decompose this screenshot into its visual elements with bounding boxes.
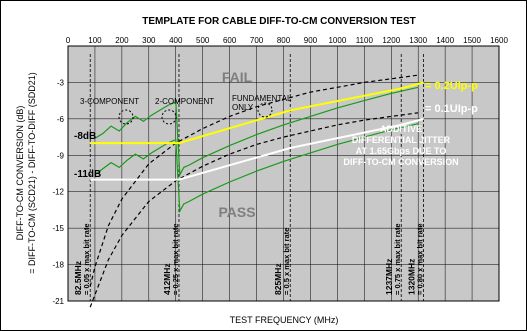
y-tick-label: -3 — [57, 78, 65, 87]
y-tick-label: -15 — [52, 224, 64, 233]
grid-lines — [67, 46, 500, 302]
series-line-2 — [94, 86, 419, 177]
x-tick-label: 0 — [66, 36, 71, 45]
x-tick-label: 1400 — [436, 36, 454, 45]
x-tick-label: 1300 — [409, 36, 427, 45]
pass-region-label: PASS — [218, 204, 255, 220]
y-tick-label: -18 — [52, 261, 64, 270]
ref-label-3-1: = 0.75 x max bit rate — [393, 224, 402, 296]
x-tick-label: 600 — [223, 36, 237, 45]
x-tick-label: 1600 — [490, 36, 508, 45]
fundamental-only-circle — [257, 102, 273, 118]
x-tick-label: 300 — [142, 36, 156, 45]
y-tick-label: -21 — [52, 297, 64, 306]
series-lines — [89, 74, 424, 308]
x-tick-label: 800 — [277, 36, 291, 45]
x-tick-label: 900 — [304, 36, 318, 45]
x-tick-label: 200 — [115, 36, 129, 45]
x-tick-label: 1500 — [463, 36, 481, 45]
legend-02ui: = 0.2UIp-p — [425, 80, 478, 92]
chart-title: TEMPLATE FOR CABLE DIFF-TO-CM CONVERSION… — [142, 16, 416, 27]
series-line-3 — [94, 123, 419, 214]
x-tick-label: 1100 — [356, 36, 374, 45]
three-component-circle — [118, 109, 134, 125]
x-axis-label: TEST FREQUENCY (MHz) — [230, 315, 339, 325]
series-line-5 — [89, 112, 419, 308]
x-tick-label: 500 — [196, 36, 210, 45]
label-2-component: 2-COMPONENT — [155, 97, 214, 106]
two-component-circle — [161, 109, 177, 125]
label-3-component: 3-COMPONENT — [80, 97, 139, 106]
x-tick-labels: 0 100 200 300 400 500 600 700 800 900 1000 1100 1200… — [66, 36, 509, 45]
jitter-note-2: DIFFERENTIAL JITTER — [352, 135, 451, 145]
series-line-1 — [90, 117, 424, 181]
y-axis-label-2: = DIFF-TO-CM (SCD21) - DIFF-TO-DIFF (SDD… — [27, 72, 37, 273]
ref-label-2-0: 825MHz — [273, 263, 283, 295]
ref-label-2-1: = 0.5 x max bit rate — [282, 228, 291, 295]
ref-label-0-0: 82.5MHz — [73, 261, 83, 295]
y-tick-labels: -3 -6 -9 -12 -15 -18 -21 — [52, 78, 64, 306]
x-tick-label: 100 — [88, 36, 102, 45]
reference-lines: 82.5MHz= 0.05 x max bit rate 412MHz= 0.25… — [73, 54, 425, 301]
label-neg8db: -8dB — [74, 131, 96, 142]
series-line-0 — [90, 81, 424, 145]
ref-label-1-0: 412MHz — [162, 263, 172, 295]
jitter-note-4: DIFF-TO-CM CONVERSION — [343, 157, 458, 167]
label-fundamental: FUNDAMENTAL — [232, 94, 292, 103]
ref-label-4-1: = 0.80 x max bit rate — [416, 224, 425, 296]
ref-label-3-0: 1237MHz — [384, 259, 394, 295]
y-tick-label: -12 — [52, 188, 64, 197]
series-line-4 — [89, 74, 419, 287]
y-axis-label-1: DIFF-TO-CM CONVERSION (dB) — [15, 106, 25, 241]
legend-01ui: = 0.1UIp-p — [425, 103, 478, 115]
ref-label-0-1: = 0.05 x max bit rate — [82, 224, 91, 296]
x-tick-label: 700 — [250, 36, 264, 45]
fail-region-label: FAIL — [222, 69, 253, 85]
y-tick-label: -6 — [57, 115, 65, 124]
y-tick-label: -9 — [57, 151, 65, 160]
x-tick-label: 1000 — [328, 36, 346, 45]
label-neg11db: -11dB — [74, 169, 101, 180]
x-tick-label: 400 — [169, 36, 183, 45]
label-only: ONLY — [232, 103, 254, 112]
ref-label-4-0: 1320MHz — [407, 259, 417, 295]
ref-label-1-1: = 0.25 x max bit rate — [171, 224, 180, 296]
jitter-note-3: AT 1.65Gbps DUE TO — [356, 146, 447, 156]
x-tick-label: 1200 — [382, 36, 400, 45]
jitter-note-1: ADDITIVE — [380, 124, 422, 134]
